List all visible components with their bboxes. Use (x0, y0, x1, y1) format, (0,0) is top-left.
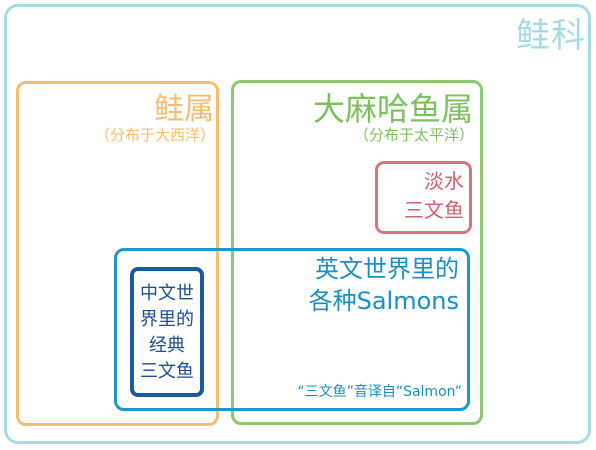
genus-salmo-title: 鲑属 (154, 92, 214, 127)
chinese-line-2: 界里的 (140, 309, 194, 330)
chinese-classic-salmon-box (130, 267, 204, 397)
genus-salmo-subtitle: （分布于大西洋） (94, 126, 215, 144)
english-line-2: 各种Salmons (308, 287, 459, 315)
chinese-classic-salmon-label: 中文世 界里的 经典 三文鱼 (130, 281, 204, 385)
english-salmons-box (114, 248, 470, 411)
transliteration-note: “三文鱼”音译自“Salmon” (297, 384, 462, 400)
family-salmonidae-box (4, 4, 591, 444)
freshwater-line-2: 三文鱼 (404, 198, 464, 222)
freshwater-salmon-box (375, 161, 472, 234)
chinese-line-1: 中文世 (140, 283, 194, 304)
genus-oncorhynchus-title: 大麻哈鱼属 (312, 90, 473, 128)
genus-oncorhynchus-subtitle: （分布于太平洋） (353, 126, 474, 144)
freshwater-salmon-label: 淡水 三文鱼 (375, 167, 464, 225)
chinese-line-3: 经典 (149, 335, 185, 356)
genus-oncorhynchus-box (231, 80, 483, 425)
english-line-1: 英文世界里的 (315, 255, 459, 283)
english-salmons-label: 英文世界里的 各种Salmons (114, 253, 459, 317)
chinese-line-4: 三文鱼 (140, 361, 194, 382)
freshwater-line-1: 淡水 (424, 169, 464, 193)
family-title: 鲑科 (516, 16, 586, 56)
genus-salmo-box (16, 81, 219, 426)
